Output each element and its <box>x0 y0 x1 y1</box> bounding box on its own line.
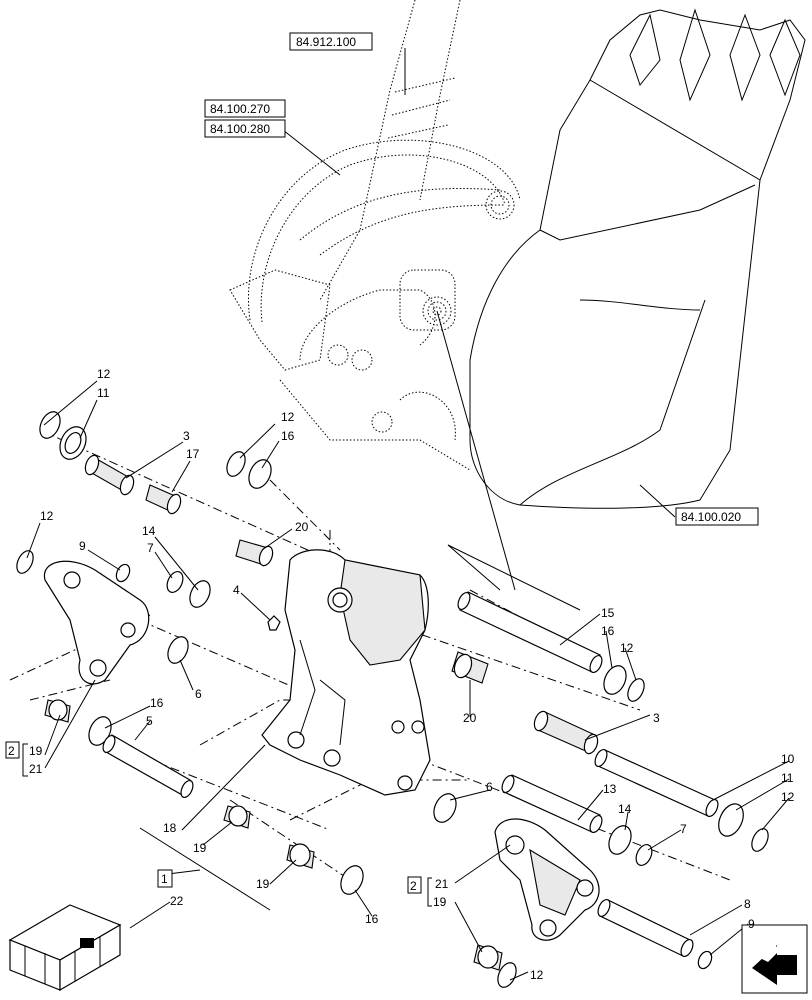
item-callout: 12 <box>97 367 111 381</box>
item-callout: 3 <box>183 429 190 443</box>
item-callout: 9 <box>748 917 755 931</box>
reference-labels: 84.912.100 84.100.270 84.100.280 84.100.… <box>210 35 741 524</box>
item-callout: 20 <box>295 520 309 534</box>
parts <box>16 411 769 988</box>
item-callouts: 12 11 3 17 12 16 12 9 14 7 20 4 6 16 5 2… <box>8 367 795 982</box>
item-callout: 11 <box>781 771 794 785</box>
item-callout: 14 <box>142 524 156 538</box>
item-callout: 9 <box>79 539 86 553</box>
item-callout: 16 <box>150 696 164 710</box>
item-callout: 11 <box>97 386 110 400</box>
bucket-phantom <box>229 0 806 509</box>
item-callout: 8 <box>744 897 751 911</box>
item-callout: 2 <box>410 879 417 893</box>
item-callout: 17 <box>186 447 200 461</box>
item-callout: 3 <box>653 711 660 725</box>
item-callout: 15 <box>601 606 615 620</box>
item-callout: 20 <box>463 711 477 725</box>
item-callout: 16 <box>601 624 615 638</box>
item-callout: 12 <box>781 790 795 804</box>
ref-84-100-270: 84.100.270 <box>210 102 270 116</box>
item-callout: 7 <box>680 822 687 836</box>
item-callout: 12 <box>530 968 544 982</box>
item-callout: 7 <box>147 541 154 555</box>
leader-lines <box>26 48 790 981</box>
item-callout: 6 <box>486 780 493 794</box>
item-callout: 4 <box>233 583 240 597</box>
item-callout: 12 <box>281 410 295 424</box>
item-callout: 10 <box>781 752 795 766</box>
item-callout: 13 <box>603 782 617 796</box>
item-callout: 19 <box>29 744 43 758</box>
item-callout: 19 <box>433 895 447 909</box>
ref-84-912-100: 84.912.100 <box>296 35 356 49</box>
item-callout: 19 <box>256 877 270 891</box>
crate-icon <box>8 904 122 992</box>
item-callout: 1 <box>161 872 168 886</box>
item-callout: 2 <box>8 744 15 758</box>
item-callout: 16 <box>281 429 295 443</box>
item-callout: 22 <box>170 894 184 908</box>
next-page-arrow-icon[interactable] <box>741 924 808 994</box>
item-callout: 16 <box>365 912 379 926</box>
item-callout: 12 <box>40 509 54 523</box>
item-callout: 5 <box>146 714 153 728</box>
item-callout: 6 <box>195 687 202 701</box>
item-callout: 18 <box>163 821 177 835</box>
item-callout: 19 <box>193 841 207 855</box>
ref-84-100-280: 84.100.280 <box>210 122 270 136</box>
item-callout: 12 <box>620 641 634 655</box>
item-callout: 21 <box>435 877 449 891</box>
item-callout: 21 <box>29 762 43 776</box>
ref-84-100-020: 84.100.020 <box>681 510 741 524</box>
item-callout: 14 <box>618 802 632 816</box>
